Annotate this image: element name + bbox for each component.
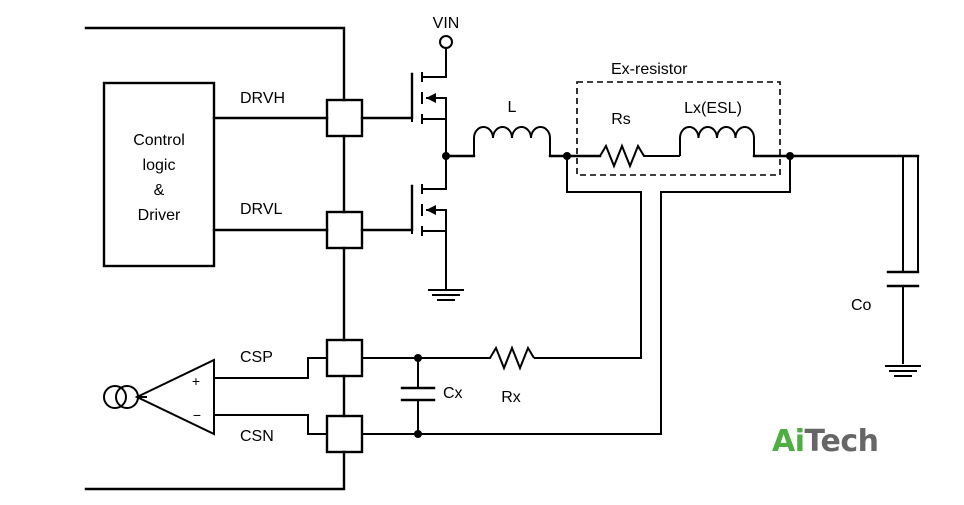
rx-label: Rx: [501, 389, 521, 406]
sense-line-csn: [418, 156, 791, 435]
control-label-line2: logic: [143, 157, 176, 174]
csn-label: CSN: [240, 428, 274, 445]
inductor-label: L: [508, 99, 517, 116]
control-label-line3: &: [154, 182, 165, 199]
high-side-mosfet: [411, 48, 447, 156]
ic-boundary: [84, 26, 346, 491]
pin-box-csn: [325, 414, 364, 454]
current-source-icon: [103, 385, 147, 409]
inductor-l: [473, 126, 551, 156]
ground-symbol-output: [885, 365, 921, 377]
logo-part-ai: Ai: [772, 424, 805, 459]
control-logic-block: [102, 81, 216, 268]
rs-label: Rs: [611, 111, 631, 128]
op-amp-minus: −: [193, 407, 201, 423]
low-side-gate-wire: [360, 184, 414, 232]
csp-input-wire: [214, 357, 327, 379]
inductor-lx: [679, 126, 755, 156]
co-label: Co: [851, 297, 872, 314]
resistor-rs: [599, 143, 680, 169]
csp-label: CSP: [240, 349, 273, 366]
control-label-line4: Driver: [138, 207, 181, 224]
cx-label: Cx: [443, 385, 463, 402]
drvl-label: DRVL: [240, 201, 282, 218]
aitech-logo: AiTech: [772, 424, 879, 459]
resistor-rx: [418, 345, 535, 371]
vin-label: VIN: [433, 15, 460, 32]
drvh-label: DRVH: [240, 90, 285, 107]
vin-terminal: [439, 35, 453, 49]
op-amp-plus: +: [192, 373, 200, 389]
sense-line-rx: [534, 156, 642, 359]
lx-label: Lx(ESL): [684, 100, 742, 117]
low-side-mosfet: [411, 156, 447, 290]
high-side-gate-wire: [360, 72, 414, 120]
logo-part-tech: Tech: [804, 424, 879, 459]
ground-symbol-mosfet: [428, 289, 464, 301]
op-amp: [134, 358, 215, 436]
ex-resistor-label: Ex-resistor: [611, 61, 688, 78]
pin-box-drvl: [325, 210, 364, 250]
pin-box-csp: [325, 338, 364, 378]
csn-input-wire: [214, 414, 327, 435]
pin-box-drvh: [325, 98, 364, 138]
ex-resistor-box: [576, 81, 781, 176]
capacitor-cx: [400, 358, 436, 434]
control-label-line1: Control: [133, 132, 185, 149]
